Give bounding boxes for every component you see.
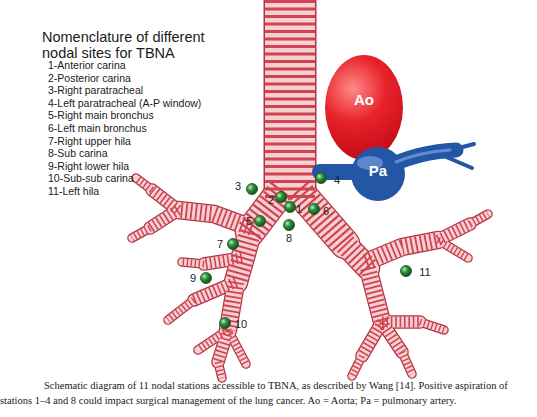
vessel-label: Pa xyxy=(360,162,396,179)
nomenclature-item: 6-Left main bronchus xyxy=(48,122,147,134)
callout-number: 3 xyxy=(235,180,241,192)
trachea-wall xyxy=(265,0,315,198)
callout-number: 11 xyxy=(419,266,430,278)
bronchus-outline xyxy=(150,190,470,362)
lymph-node-dot xyxy=(247,184,258,195)
bronchus-wall xyxy=(132,178,488,378)
diagram-title: Nomenclature of different nodal sites fo… xyxy=(42,29,222,61)
lymph-node-dot xyxy=(316,173,327,184)
nomenclature-item: 7-Right upper hila xyxy=(48,135,131,147)
figure-caption: Schematic diagram of 11 nodal stations a… xyxy=(0,378,535,408)
bronchus-rings xyxy=(236,232,368,282)
bronchus-wall xyxy=(132,0,488,378)
bronchus-outline xyxy=(178,210,438,330)
bronchus-outline xyxy=(132,0,488,378)
bronchus-wall xyxy=(178,210,438,330)
callout-number: 5 xyxy=(246,215,252,227)
lymph-node-dot xyxy=(201,273,212,284)
vessel-part xyxy=(351,147,405,201)
nomenclature-item: 5-Right main bronchus xyxy=(48,109,154,121)
aorta-shape: Ao xyxy=(325,55,403,160)
lymph-node-dot xyxy=(276,192,287,203)
nomenclature-item: 8-Sub carina xyxy=(48,147,108,159)
bronchus-outline xyxy=(236,232,368,282)
lymph-node-dot xyxy=(220,318,231,329)
nomenclature-item: 10-Sub-sub carina xyxy=(48,172,134,184)
callout-number: 2 xyxy=(268,194,274,206)
vessel-part xyxy=(396,150,450,162)
nomenclature-item: 3-Right paratracheal xyxy=(48,84,143,96)
vessel-label: Ao xyxy=(325,91,403,108)
callout-number: 1 xyxy=(296,203,302,215)
pulmonary-artery-shape: Pa xyxy=(316,138,476,206)
nomenclature-item: 2-Posterior carina xyxy=(48,72,131,84)
vessel-part xyxy=(444,144,474,168)
vessel-outline xyxy=(316,138,476,206)
bronchus-outline xyxy=(132,178,488,378)
bronchus-rings xyxy=(150,190,470,362)
bronchus-rings xyxy=(250,190,345,244)
trachea-rings xyxy=(265,0,315,198)
nomenclature-item: 4-Left paratracheal (A-P window) xyxy=(48,97,201,109)
bronchus-rings xyxy=(132,178,488,378)
lymph-node-dot xyxy=(284,220,295,231)
cartilage-rings xyxy=(132,0,488,378)
lymph-node-dot xyxy=(401,266,412,277)
lymph-node-dot xyxy=(285,202,296,213)
bronchus-outline xyxy=(250,190,345,244)
nomenclature-item: 1-Anterior carina xyxy=(48,59,126,71)
callout-number: 7 xyxy=(217,238,223,250)
callout-number: 4 xyxy=(334,174,340,186)
lymph-node-dot xyxy=(255,216,266,227)
trachea-outline xyxy=(264,0,317,198)
lymph-node-dot xyxy=(228,239,239,250)
bronchus-wall xyxy=(150,190,470,362)
callout-number: 9 xyxy=(190,272,196,284)
nomenclature-item: 9-Right lower hila xyxy=(48,160,129,172)
bronchus-rings xyxy=(178,210,438,330)
callout-number: 10 xyxy=(235,318,247,330)
callout-number: 8 xyxy=(286,232,292,244)
callout-number: 6 xyxy=(323,205,329,217)
lymph-node-dot xyxy=(309,204,320,215)
nomenclature-item: 11-Left hila xyxy=(48,185,99,197)
bronchus-wall xyxy=(236,232,368,282)
bronchus-wall xyxy=(250,190,345,244)
